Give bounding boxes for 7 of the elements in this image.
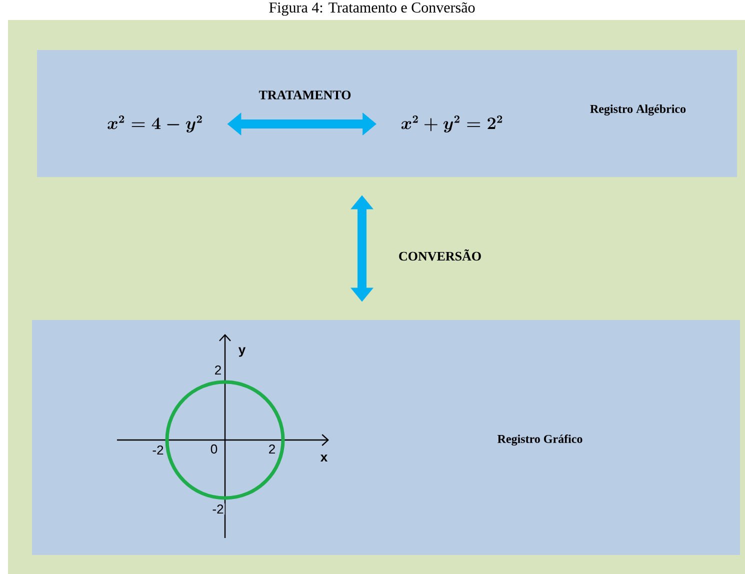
- equation: $x^2 + y^2 = 2^2$: [401, 116, 502, 132]
- equation: $x^2 = 4 - y^2$: [108, 116, 202, 132]
- figure-title: Figura 4: Tratamento e Conversão: [269, 2, 475, 16]
- edge-label: CONVERSÃO: [399, 249, 481, 261]
- edge-label: TRATAMENTO: [258, 90, 351, 100]
- tick-label: -2: [211, 503, 225, 515]
- tick-label: -2: [151, 444, 165, 456]
